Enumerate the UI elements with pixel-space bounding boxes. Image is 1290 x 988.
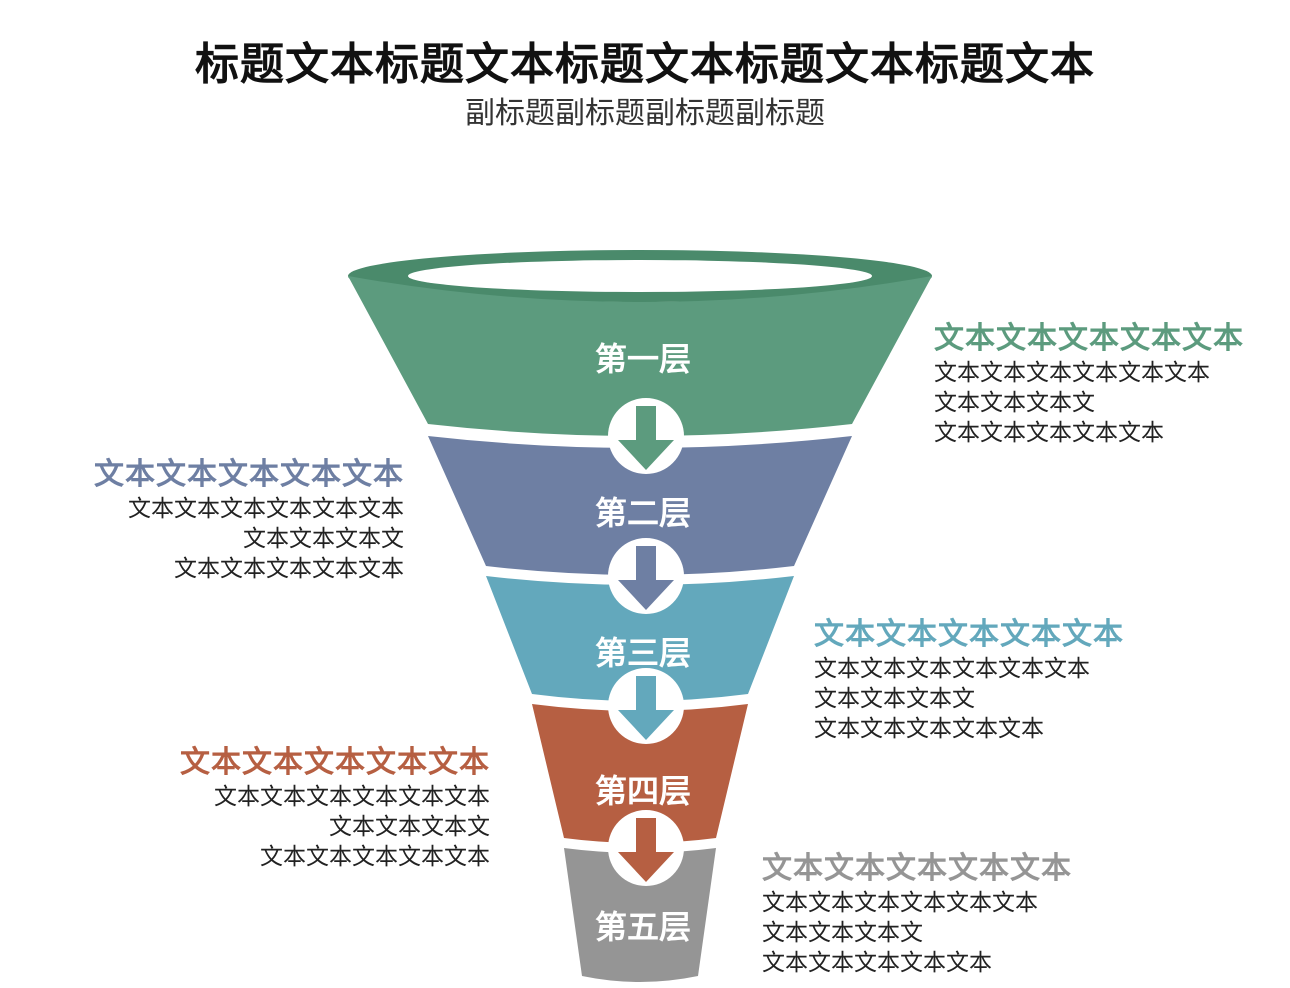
tier-2-description: 文本文本文本文本文本 文本文本文本文本文本文本 文本文本文本文 文本文本文本文本… xyxy=(44,456,404,584)
tier-2-line-2: 文本文本文本文 xyxy=(243,526,404,552)
tier-1-line-3: 文本文本文本文本文本 xyxy=(934,420,1164,446)
tier-2-line-3: 文本文本文本文本文本 xyxy=(174,556,404,582)
page-title: 标题文本标题文本标题文本标题文本标题文本 xyxy=(195,39,1095,90)
funnel-tier-4 xyxy=(532,704,748,843)
funnel-tier-3 xyxy=(486,576,794,701)
tier-4-line-3: 文本文本文本文本文本 xyxy=(260,844,490,870)
tier-1-heading: 文本文本文本文本文本 xyxy=(934,321,1244,356)
tier-5-line-3: 文本文本文本文本文本 xyxy=(762,950,992,976)
tier-4-label: 第四层 xyxy=(594,772,691,810)
tier-3-line-2: 文本文本文本文 xyxy=(814,686,975,712)
tier-4-line-1: 文本文本文本文本文本文本 xyxy=(214,784,490,810)
tier-5-heading: 文本文本文本文本文本 xyxy=(762,851,1072,886)
arrow-connector-2 xyxy=(608,538,684,614)
tier-4-heading: 文本文本文本文本文本 xyxy=(180,745,490,780)
tier-3-line-1: 文本文本文本文本文本文本 xyxy=(814,656,1090,682)
tier-5-label: 第五层 xyxy=(594,908,691,946)
page-subtitle: 副标题副标题副标题副标题 xyxy=(465,96,825,131)
tier-1-label: 第一层 xyxy=(594,340,691,378)
tier-5-description: 文本文本文本文本文本 文本文本文本文本文本文本 文本文本文本文 文本文本文本文本… xyxy=(762,850,1122,978)
arrow-connector-1 xyxy=(608,398,684,474)
tier-1-line-1: 文本文本文本文本文本文本 xyxy=(934,360,1210,386)
funnel-tier-2 xyxy=(428,436,852,575)
tier-3-line-3: 文本文本文本文本文本 xyxy=(814,716,1044,742)
funnel-tier-5 xyxy=(564,848,716,982)
tier-1-description: 文本文本文本文本文本 文本文本文本文本文本文本 文本文本文本文 文本文本文本文本… xyxy=(934,320,1290,448)
tier-2-heading: 文本文本文本文本文本 xyxy=(94,457,404,492)
tier-3-heading: 文本文本文本文本文本 xyxy=(814,617,1124,652)
tier-2-label: 第二层 xyxy=(594,494,691,532)
tier-4-line-2: 文本文本文本文 xyxy=(329,814,490,840)
tier-2-line-1: 文本文本文本文本文本文本 xyxy=(128,496,404,522)
funnel-opening xyxy=(408,260,872,292)
tier-4-description: 文本文本文本文本文本 文本文本文本文本文本文本 文本文本文本文 文本文本文本文本… xyxy=(130,744,490,872)
tier-5-line-1: 文本文本文本文本文本文本 xyxy=(762,890,1038,916)
funnel-tier-1 xyxy=(348,276,932,436)
tier-3-description: 文本文本文本文本文本 文本文本文本文本文本文本 文本文本文本文 文本文本文本文本… xyxy=(814,616,1174,744)
arrow-connector-3 xyxy=(608,668,684,744)
tier-3-label: 第三层 xyxy=(594,634,691,672)
tier-5-line-2: 文本文本文本文 xyxy=(762,920,923,946)
arrow-connector-4 xyxy=(608,810,684,886)
tier-1-line-2: 文本文本文本文 xyxy=(934,390,1095,416)
